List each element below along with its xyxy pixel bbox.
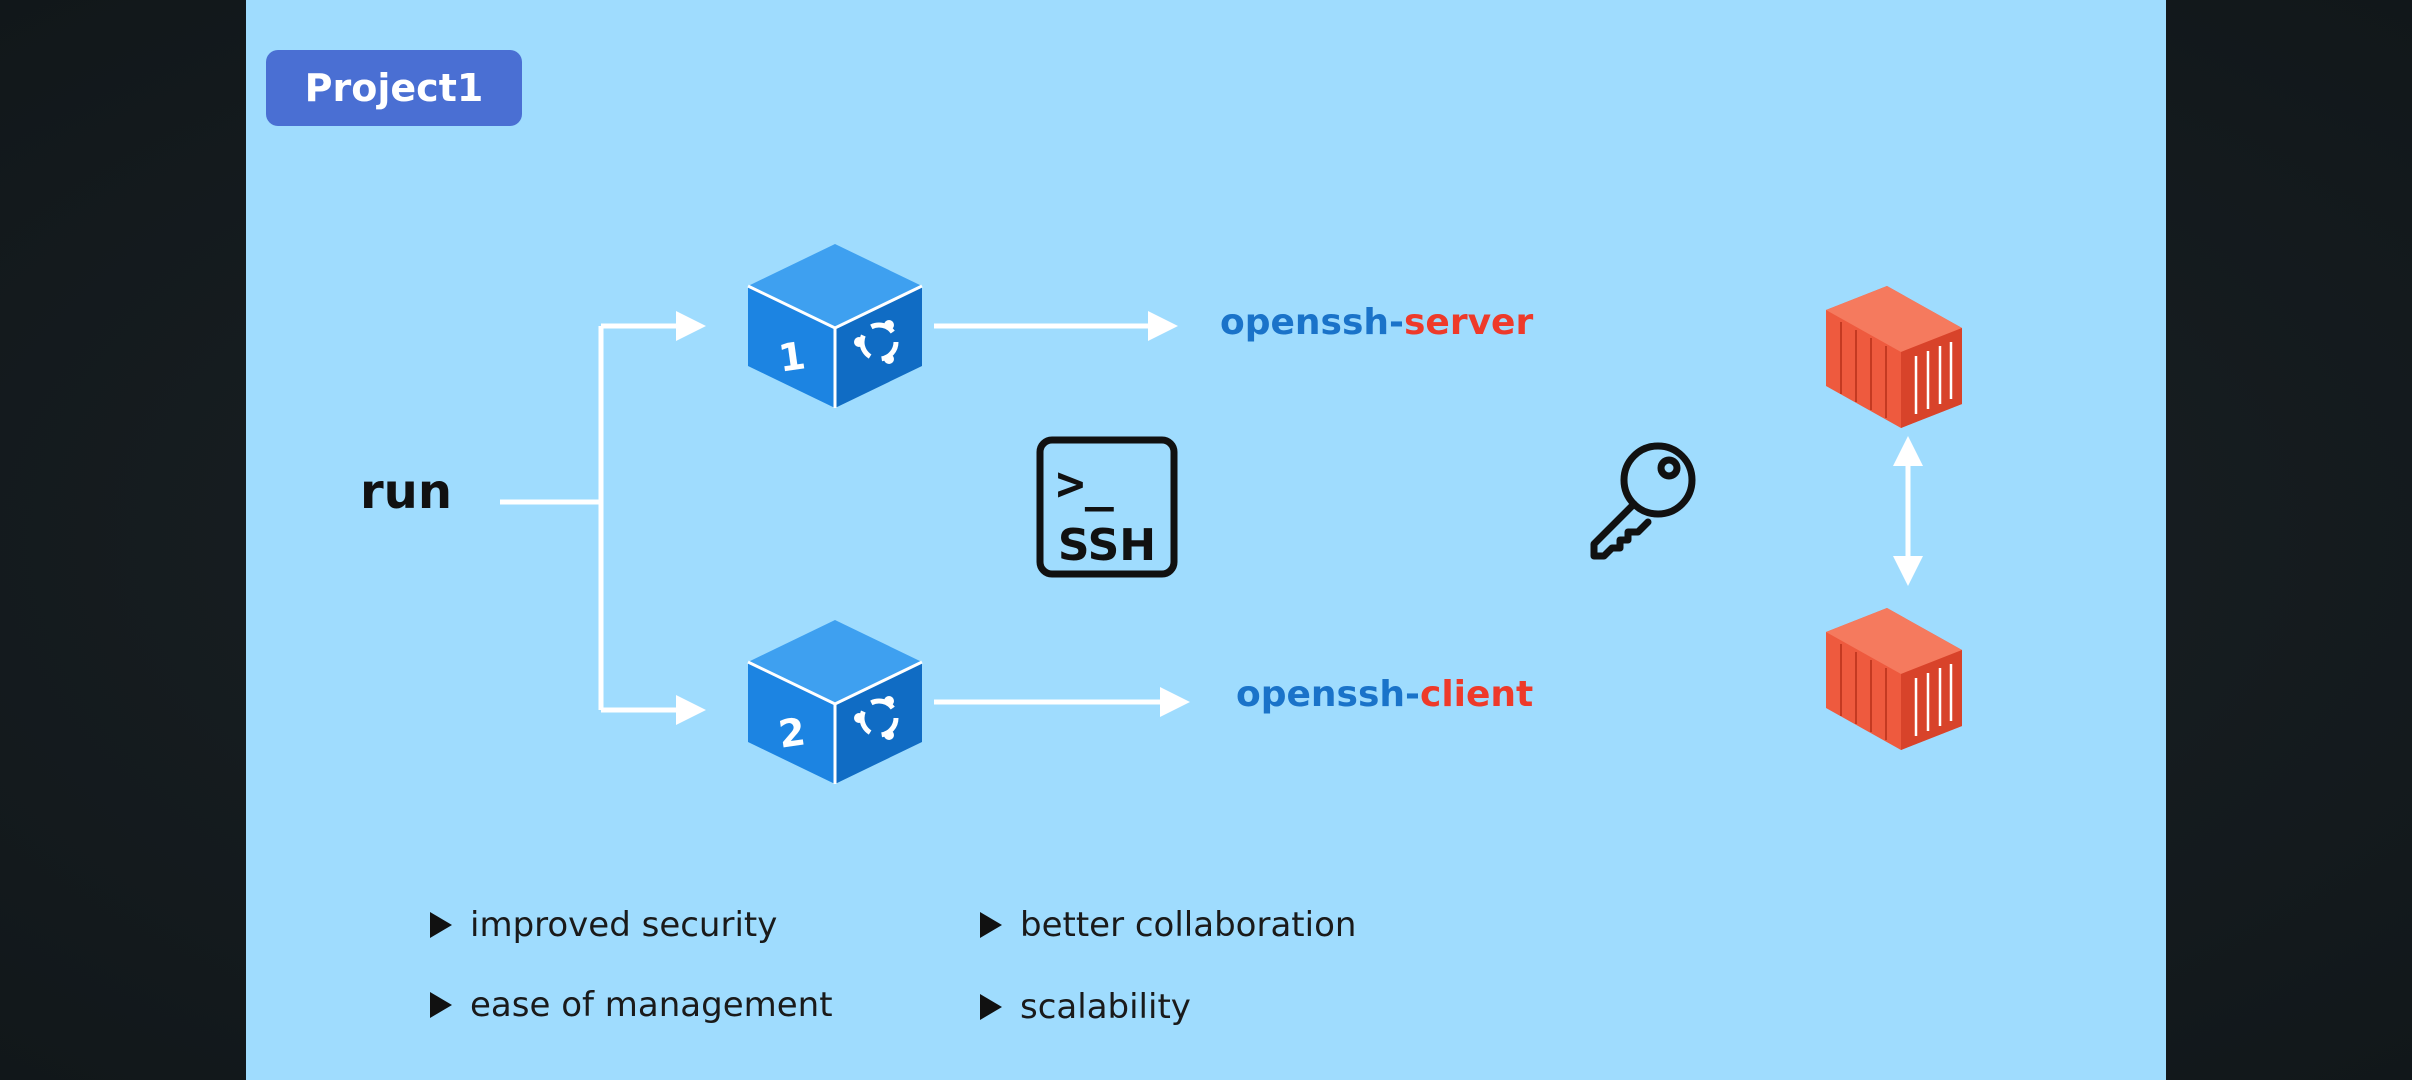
benefit-text: improved security	[470, 905, 778, 945]
benefit-item: scalability	[980, 987, 1191, 1027]
container-icon-bottom	[1826, 608, 1962, 750]
service-client-base: openssh	[1236, 674, 1406, 715]
benefit-item: better collaboration	[980, 905, 1356, 945]
benefit-item: improved security	[430, 905, 777, 945]
node-number-1: 1	[776, 333, 808, 380]
ubuntu-logo-icon	[854, 320, 899, 364]
ubuntu-logo-icon	[854, 696, 899, 740]
node-cube-2: 2	[747, 620, 923, 784]
project-badge: Project1	[266, 50, 522, 126]
ssh-terminal-icon: >_ SSH	[1036, 436, 1178, 578]
service-label-server: openssh-server	[1220, 302, 1533, 343]
service-client-dash: -	[1405, 674, 1420, 715]
service-label-client: openssh-client	[1236, 674, 1533, 715]
ssh-prompt: >_	[1056, 456, 1114, 512]
key-icon	[1590, 442, 1696, 560]
ssh-label: SSH	[1058, 520, 1156, 571]
bullet-triangle-icon	[430, 912, 452, 938]
service-client-role: client	[1419, 674, 1534, 715]
diagram-canvas: 1 2 >_ SSH	[500, 244, 1962, 784]
benefit-text: better collaboration	[1020, 905, 1357, 945]
run-branch-connector	[500, 311, 706, 725]
service-server-dash: -	[1389, 302, 1404, 343]
run-label: run	[360, 464, 453, 520]
node-number-2: 2	[776, 709, 808, 756]
service-server-base: openssh	[1220, 302, 1390, 343]
bullet-triangle-icon	[980, 912, 1002, 938]
node-cube-1: 1	[747, 244, 923, 408]
benefit-item: ease of management	[430, 985, 833, 1025]
service-server-role: server	[1403, 302, 1534, 343]
slide: Project1	[246, 0, 2166, 1080]
container-icon-top	[1826, 286, 1962, 428]
bullet-triangle-icon	[430, 992, 452, 1018]
benefit-text: scalability	[1020, 987, 1191, 1027]
benefit-text: ease of management	[470, 985, 833, 1025]
bullet-triangle-icon	[980, 994, 1002, 1020]
